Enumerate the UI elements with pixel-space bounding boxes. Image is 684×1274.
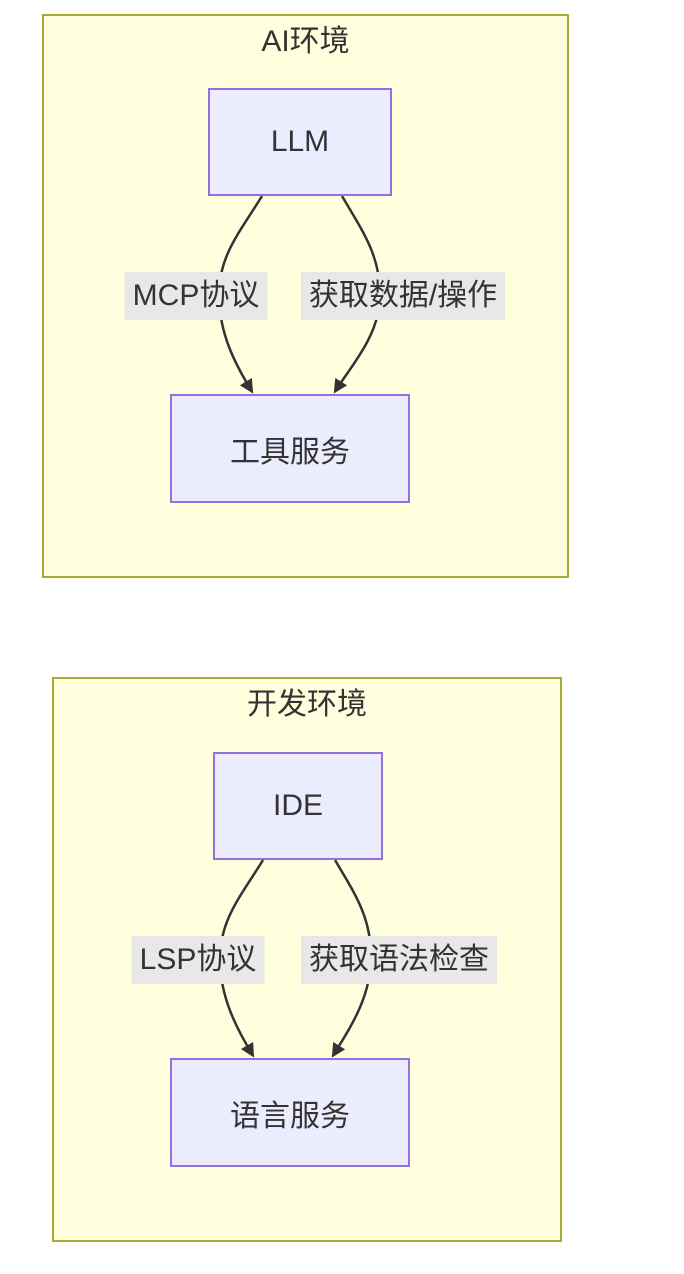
edge-label-lsp-protocol: LSP协议	[131, 936, 265, 984]
edge-label-fetch-data-operations-text: 获取数据/操作	[308, 279, 498, 312]
node-language-service-label: 语言服务	[230, 1099, 350, 1133]
node-ide: IDE	[213, 752, 383, 860]
node-ide-label: IDE	[272, 789, 323, 822]
subgraph-dev-environment-title: 开发环境	[247, 688, 367, 721]
node-tool-service-label: 工具服务	[230, 435, 350, 469]
subgraph-ai-environment-title: AI环境	[261, 25, 350, 58]
edge-label-mcp-protocol-text: MCP协议	[132, 279, 260, 312]
node-llm: LLM	[208, 88, 392, 196]
node-language-service: 语言服务	[170, 1058, 410, 1167]
edge-label-mcp-protocol: MCP协议	[124, 272, 268, 320]
edge-label-fetch-syntax-check-text: 获取语法检查	[309, 943, 489, 976]
edge-label-fetch-data-operations: 获取数据/操作	[300, 272, 506, 320]
node-tool-service: 工具服务	[170, 394, 410, 503]
edge-label-fetch-syntax-check: 获取语法检查	[301, 936, 497, 984]
edge-label-lsp-protocol-text: LSP协议	[139, 943, 257, 976]
node-llm-label: LLM	[270, 125, 330, 158]
